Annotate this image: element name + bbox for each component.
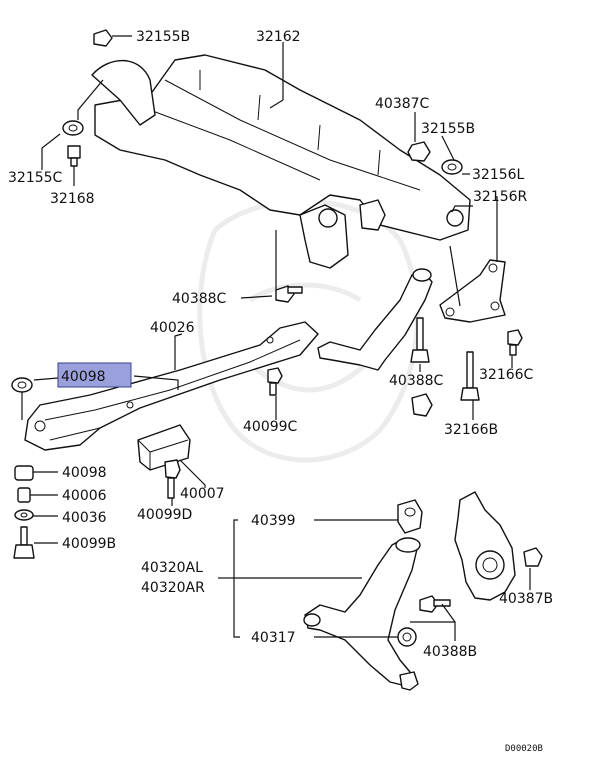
highlight-40098 <box>57 362 132 388</box>
bolt-40388B[interactable] <box>419 595 451 613</box>
label-40388C-top[interactable]: 40388C <box>172 291 227 307</box>
label-40026[interactable]: 40026 <box>150 320 195 336</box>
label-40320AL[interactable]: 40320AL <box>141 560 203 576</box>
rear-arm[interactable] <box>317 268 433 417</box>
bolt-32166C[interactable] <box>507 329 523 356</box>
label-32155B-right[interactable]: 32155B <box>421 121 475 137</box>
label-40036[interactable]: 40036 <box>62 510 107 526</box>
bolt-32168[interactable] <box>67 145 81 167</box>
label-40098-highlighted[interactable]: 40098 <box>61 369 106 385</box>
bushing-40317[interactable] <box>397 627 417 647</box>
label-32156L[interactable]: 32156L <box>472 167 525 183</box>
label-32156R[interactable]: 32156R <box>473 189 528 205</box>
label-32155C[interactable]: 32155C <box>8 170 63 186</box>
label-32166B[interactable]: 32166B <box>444 422 498 438</box>
nut-40387C[interactable] <box>407 141 431 162</box>
crossmember-subframe[interactable] <box>91 54 471 269</box>
nut-40387B[interactable] <box>523 547 543 567</box>
leader-lines <box>21 35 531 641</box>
mount-40007[interactable] <box>137 424 191 471</box>
label-40099D[interactable]: 40099D <box>137 507 192 523</box>
label-40098[interactable]: 40098 <box>62 465 107 481</box>
label-40006[interactable]: 40006 <box>62 488 107 504</box>
steering-knuckle[interactable] <box>454 491 516 601</box>
label-32162[interactable]: 32162 <box>256 29 301 45</box>
bolt-40099B[interactable] <box>13 526 35 559</box>
bushing-40399[interactable] <box>397 499 423 534</box>
bolt-40388C-mid[interactable] <box>410 317 430 363</box>
label-40388B[interactable]: 40388B <box>423 644 477 660</box>
bolt-40099D[interactable] <box>164 459 181 499</box>
label-40387C[interactable]: 40387C <box>375 96 430 112</box>
label-40320AR[interactable]: 40320AR <box>141 580 205 596</box>
bushing-32155B[interactable] <box>93 29 113 47</box>
diagram-code: D00020B <box>505 744 543 754</box>
label-40399[interactable]: 40399 <box>251 513 296 529</box>
bracket-32156[interactable] <box>439 259 506 323</box>
label-40317[interactable]: 40317 <box>251 630 296 646</box>
lower-arm-40320[interactable] <box>303 537 421 691</box>
crossmember-40026[interactable] <box>24 321 319 451</box>
label-32155B[interactable]: 32155B <box>136 29 190 45</box>
bushing-32155B-right[interactable] <box>441 159 463 175</box>
washer-40098-top[interactable] <box>11 377 33 393</box>
collar-40006[interactable] <box>17 487 31 503</box>
washer-40036[interactable] <box>14 509 34 521</box>
bolt-40388C-top[interactable] <box>275 285 303 303</box>
bushing-40098[interactable] <box>14 465 34 481</box>
bolt-32166B[interactable] <box>460 351 480 401</box>
label-40099B[interactable]: 40099B <box>62 536 116 552</box>
label-40007[interactable]: 40007 <box>180 486 225 502</box>
label-40388C-mid[interactable]: 40388C <box>389 373 444 389</box>
bushing-32155C[interactable] <box>62 120 84 136</box>
bolt-40099C[interactable] <box>267 367 283 396</box>
label-40387B[interactable]: 40387B <box>499 591 553 607</box>
label-32166C[interactable]: 32166C <box>479 367 534 383</box>
label-40099C[interactable]: 40099C <box>243 419 298 435</box>
label-32168[interactable]: 32168 <box>50 191 95 207</box>
